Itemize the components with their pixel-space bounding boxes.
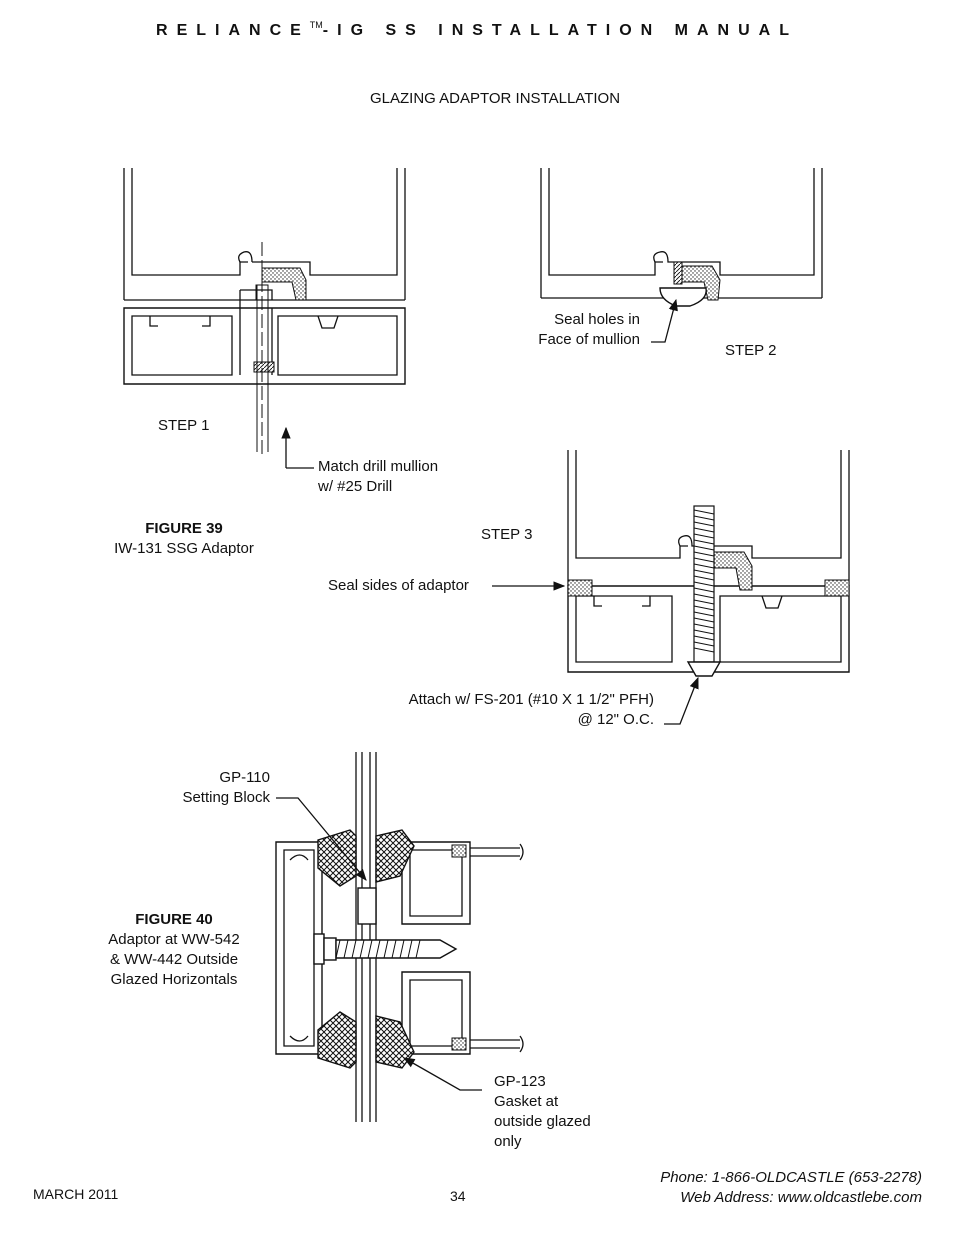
setting-block-label: GP-110 Setting Block	[150, 768, 270, 808]
step2-label: STEP 2	[725, 342, 777, 359]
manual-header: RELIANCETM-IG SS INSTALLATION MANUAL	[0, 20, 954, 40]
step2-note: Seal holes in Face of mullion	[500, 310, 640, 350]
gasket-line4: only	[494, 1133, 522, 1150]
header-brand: RELIANCE	[156, 22, 310, 39]
header-rest: -IG SS INSTALLATION MANUAL	[322, 22, 798, 39]
step1-note-line2: w/ #25 Drill	[318, 478, 393, 495]
footer-web: Web Address: www.oldcastlebe.com	[680, 1189, 922, 1206]
step3-attach-line2: @ 12" O.C.	[577, 711, 654, 728]
figure40-caption: FIGURE 40 Adaptor at WW-542 & WW-442 Out…	[88, 910, 260, 990]
trademark: TM	[309, 20, 323, 30]
step1-label: STEP 1	[158, 417, 210, 434]
gasket-label: GP-123 Gasket at outside glazed only	[494, 1072, 591, 1152]
figure39-title: FIGURE 39	[145, 520, 223, 537]
footer-phone: Phone: 1-866-OLDCASTLE (653-2278)	[660, 1169, 922, 1186]
footer-date: MARCH 2011	[33, 1186, 119, 1202]
setting-block-line1: GP-110	[219, 769, 270, 786]
gasket-line2: Gasket at	[494, 1093, 559, 1110]
figure40-caption-line2: & WW-442 Outside	[109, 951, 239, 968]
screw-fs201	[686, 505, 722, 677]
step3-attach-note: Attach w/ FS-201 (#10 X 1 1/2" PFH) @ 12…	[350, 690, 654, 730]
step2-drawing	[540, 168, 823, 343]
step2-note-line1: Seal holes in	[554, 311, 640, 328]
section-title: GLAZING ADAPTOR INSTALLATION	[369, 90, 621, 107]
gasket-line1: GP-123	[494, 1073, 546, 1090]
figure39-subtitle: IW-131 SSG Adaptor	[114, 540, 254, 557]
page-number: 34	[450, 1188, 466, 1204]
step3-seal-note: Seal sides of adaptor	[328, 577, 469, 594]
setting-block-line2: Setting Block	[182, 789, 270, 806]
gasket-line3: outside glazed	[494, 1113, 591, 1130]
step1-note: Match drill mullion w/ #25 Drill	[318, 457, 438, 497]
step3-label: STEP 3	[481, 526, 533, 543]
figure40-title: FIGURE 40	[135, 911, 213, 928]
figure40-drawing	[275, 752, 524, 1122]
bolt	[313, 933, 458, 965]
figure39-caption: FIGURE 39 IW-131 SSG Adaptor	[96, 519, 272, 559]
step3-drawing	[492, 450, 850, 725]
footer-contact: Phone: 1-866-OLDCASTLE (653-2278) Web Ad…	[600, 1168, 922, 1208]
figure40-caption-line3: Glazed Horizontals	[110, 971, 238, 988]
figure40-caption-line1: Adaptor at WW-542	[108, 931, 240, 948]
step1-drawing	[123, 168, 406, 469]
step2-note-line2: Face of mullion	[538, 331, 640, 348]
step3-attach-line1: Attach w/ FS-201 (#10 X 1 1/2" PFH)	[408, 691, 654, 708]
step1-note-line1: Match drill mullion	[318, 458, 439, 475]
